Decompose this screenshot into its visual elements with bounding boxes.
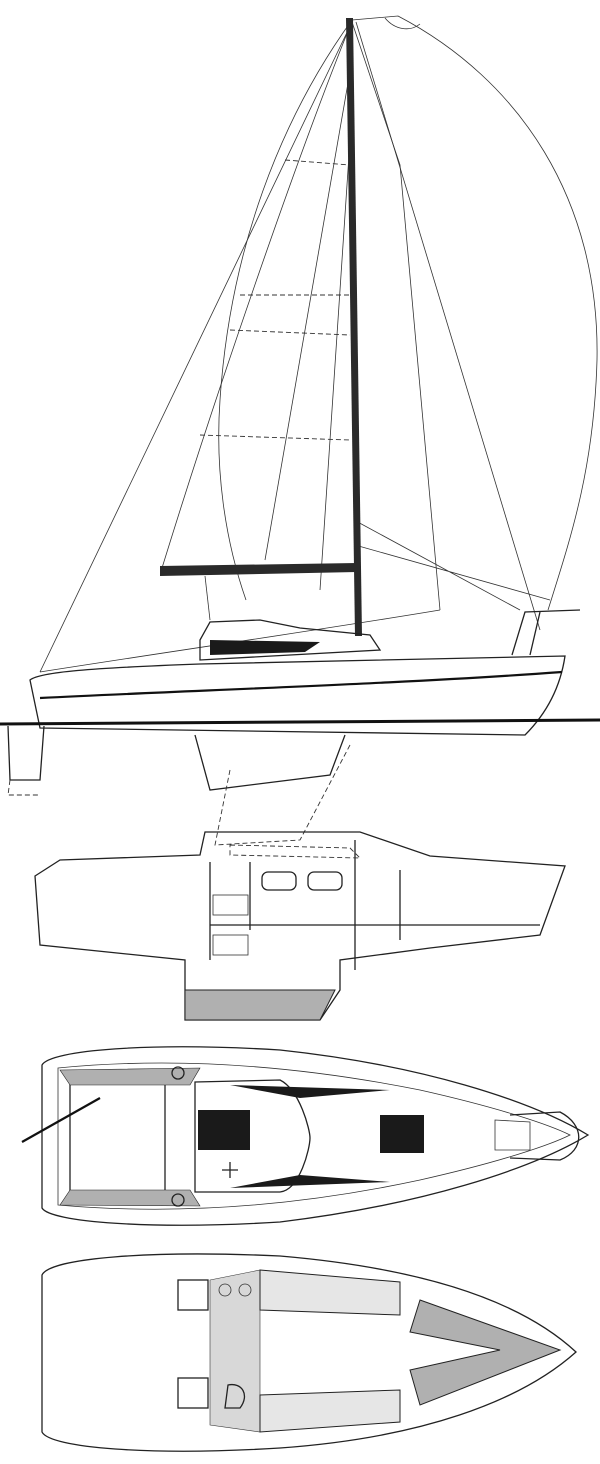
tiller — [21, 1097, 101, 1143]
cabin-trunk — [199, 619, 382, 661]
deck-outline — [41, 1046, 590, 1226]
keel — [194, 734, 346, 791]
settee-starboard — [259, 1389, 401, 1433]
companionway-hatch — [198, 1110, 250, 1150]
interior-outline — [41, 1253, 577, 1452]
boom — [160, 563, 357, 576]
lifting-keel-dashed — [214, 744, 351, 846]
forestay — [39, 21, 353, 673]
winch — [171, 1066, 185, 1080]
port-window — [307, 871, 343, 891]
port-window — [261, 871, 297, 891]
backstay — [355, 21, 541, 631]
sheer-line — [39, 670, 563, 700]
rudder-dashed — [7, 779, 40, 796]
cabin-window — [210, 640, 320, 655]
rudder — [7, 725, 45, 781]
profile-keel-shaded — [184, 989, 336, 1021]
shroud — [353, 519, 551, 611]
jib-leech — [264, 59, 353, 591]
fore-hatch — [380, 1115, 424, 1153]
spinnaker-head — [384, 17, 421, 30]
locker — [212, 934, 249, 956]
head-toilet — [224, 1383, 245, 1409]
stern-pulpit — [511, 609, 581, 656]
chart-table — [177, 1377, 209, 1409]
waterline — [0, 718, 600, 726]
galley — [177, 1279, 209, 1311]
sail-plan — [0, 15, 600, 846]
cockpit-nonskid — [59, 1067, 201, 1207]
boom-vang — [204, 575, 211, 621]
genoa-foot — [39, 609, 441, 673]
accommodation-plan — [41, 1253, 577, 1452]
batten-lines — [199, 159, 351, 441]
stove-burner — [238, 1283, 252, 1297]
spinnaker — [218, 15, 598, 611]
v-berth — [409, 1299, 562, 1406]
profile-bulkheads — [209, 840, 540, 970]
deck-inner — [57, 1062, 571, 1210]
mainsail-leech — [161, 25, 351, 569]
cockpit — [69, 1079, 166, 1193]
deck-plan — [21, 1046, 590, 1226]
inboard-profile — [34, 831, 566, 1021]
winch — [171, 1193, 185, 1207]
settee-port — [259, 1269, 401, 1316]
stove-burner — [218, 1283, 232, 1297]
genoa-leech — [351, 21, 441, 611]
anchor-locker — [494, 1119, 531, 1151]
profile-hatch-dashed — [229, 844, 362, 859]
bow-pulpit — [509, 1111, 580, 1161]
mast — [346, 18, 362, 636]
locker — [212, 894, 249, 916]
mast-step — [222, 1162, 238, 1178]
